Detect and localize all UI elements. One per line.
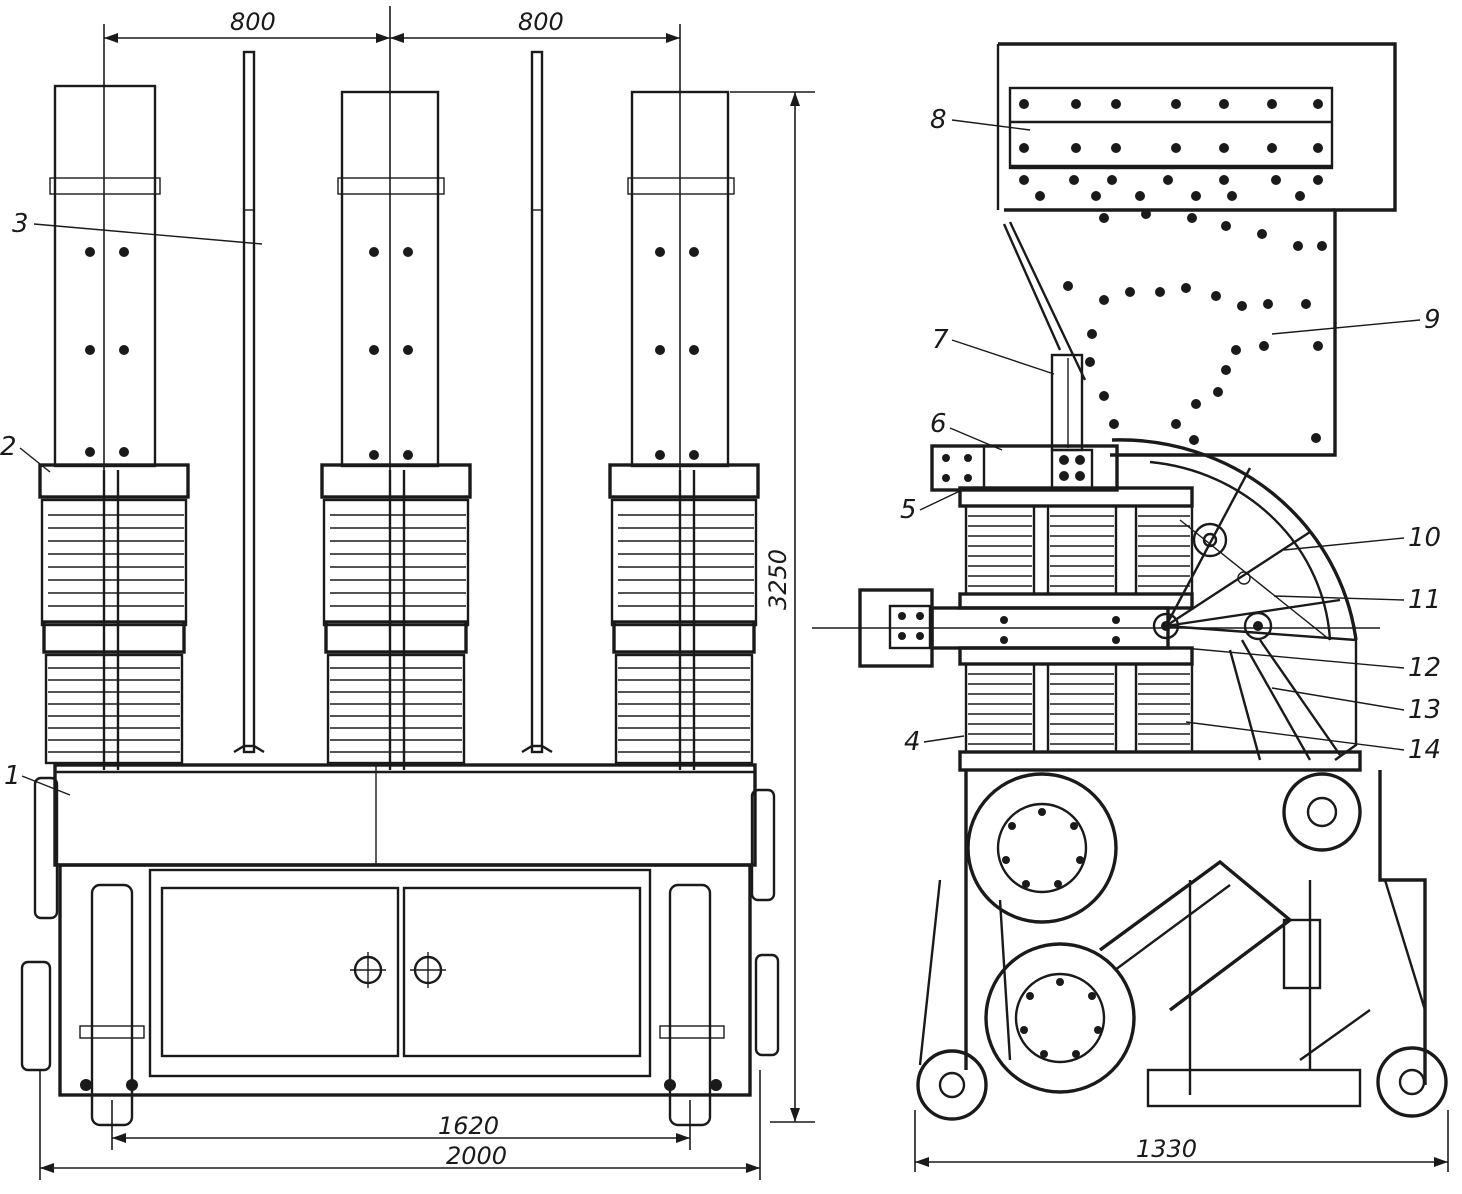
dim-height: 3250: [730, 91, 815, 1123]
pole-column-middle: [337, 90, 445, 468]
callout-13: 13: [1408, 695, 1441, 725]
dim-side: 1330: [914, 1110, 1449, 1172]
callout-10: 10: [1408, 523, 1441, 553]
dim-3250: 3250: [764, 549, 792, 610]
arm-7: [1050, 353, 1084, 452]
callout-4: 4: [904, 727, 921, 757]
callout-6: 6: [930, 409, 947, 439]
side-view: 1330 4 5 6 7 8 9 10 11 12 13 14: [812, 42, 1449, 1172]
dim-800-right: 800: [518, 8, 564, 36]
dim-1620: 1620: [438, 1112, 499, 1140]
front-callouts: 1 2 3: [0, 209, 263, 796]
insulator-stacks: [38, 463, 760, 770]
upper-coils: [958, 486, 1194, 610]
callout-11: 11: [1408, 585, 1441, 615]
dim-pitch: 800 800: [103, 6, 681, 480]
side-callouts: 4 5 6 7 8 9 10 11 12 13 14: [900, 105, 1441, 765]
dim-800-left: 800: [230, 8, 276, 36]
callout-14: 14: [1408, 735, 1441, 765]
dim-1330: 1330: [1136, 1135, 1197, 1163]
front-view: 800 800 3250: [0, 6, 815, 1180]
sector-mechanism: [1111, 438, 1358, 761]
chamber-rivets: [1019, 99, 1327, 445]
callout-2: 2: [0, 432, 17, 462]
chassis: [916, 770, 1448, 1121]
lever-shaft: [812, 588, 1380, 668]
callout-9: 9: [1424, 305, 1441, 335]
callout-7: 7: [932, 325, 949, 355]
callout-12: 12: [1408, 653, 1441, 683]
callout-5: 5: [900, 495, 917, 525]
lower-coils: [958, 646, 1362, 772]
pole-column-left: [49, 84, 161, 468]
callout-1: 1: [4, 761, 21, 791]
interphase-rods: [233, 50, 553, 754]
dim-base: 1620 2000: [39, 1070, 761, 1180]
callout-3: 3: [12, 209, 29, 239]
pole-column-right: [627, 90, 735, 468]
dim-2000: 2000: [446, 1142, 507, 1170]
callout-8: 8: [930, 105, 947, 135]
base-frame: [20, 763, 780, 1127]
arc-chamber: [996, 42, 1397, 457]
top-block: [930, 444, 1119, 492]
